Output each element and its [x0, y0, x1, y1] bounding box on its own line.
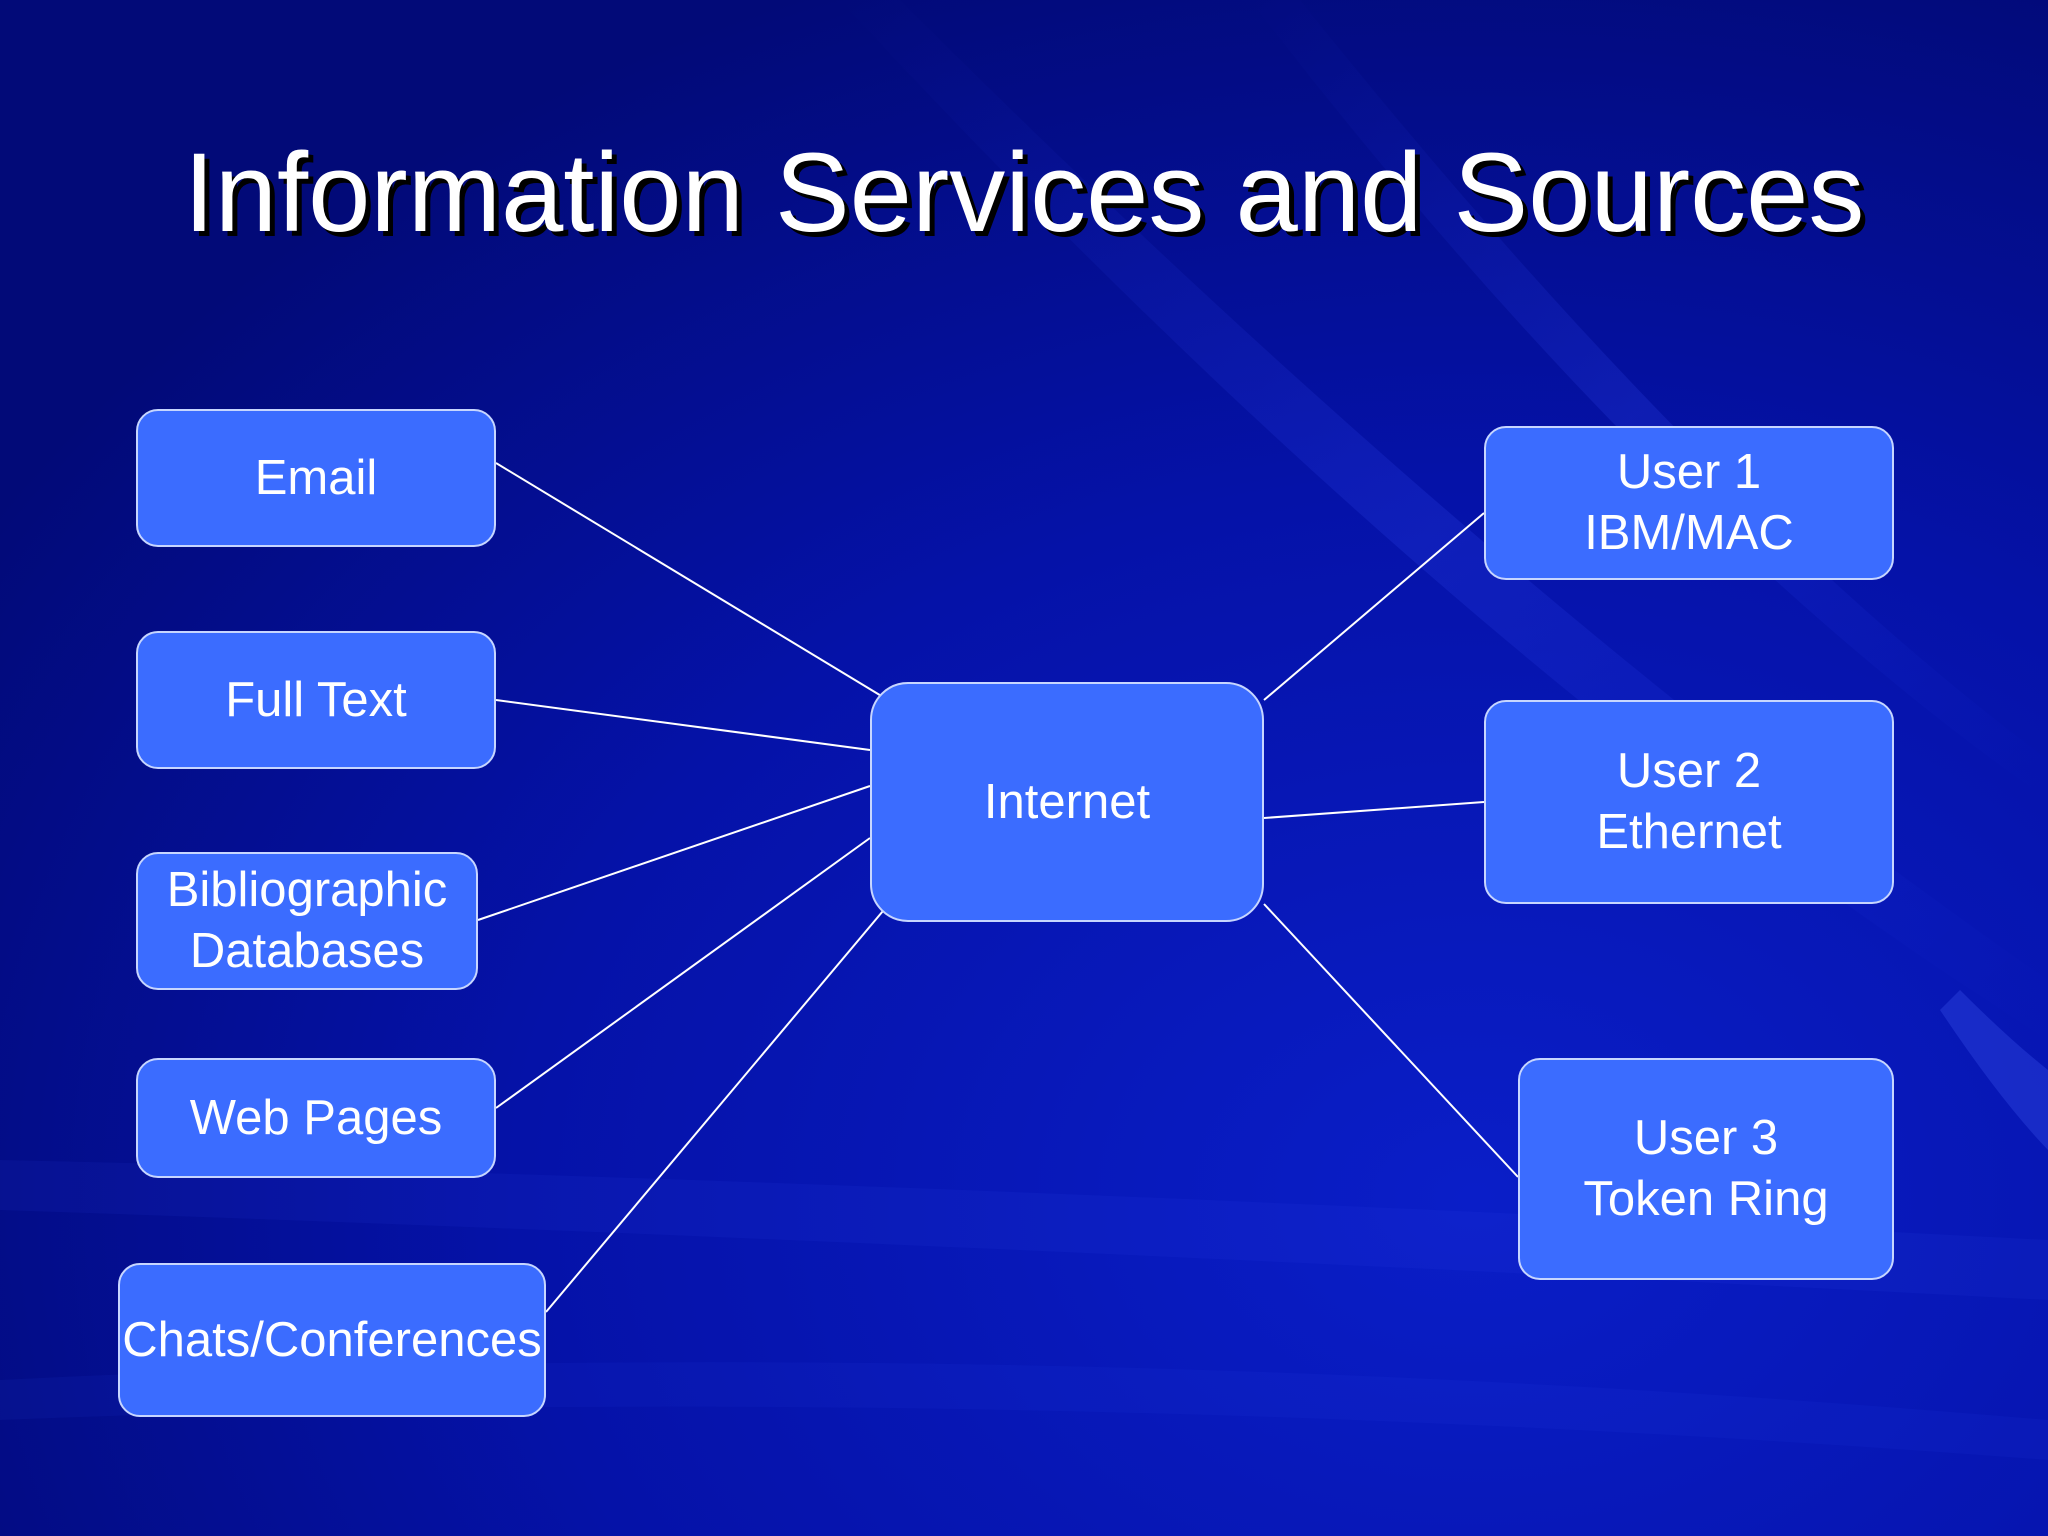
source-label-web-pages: Web Pages — [189, 1090, 443, 1145]
center-node-internet: Internet — [870, 682, 1264, 922]
center-label-internet: Internet — [983, 774, 1151, 829]
source-label-email: Email — [254, 450, 378, 505]
connector-bibliographic — [477, 785, 871, 921]
user-3-label-line-1: User 3 — [1633, 1111, 1779, 1165]
connector-web-pages — [495, 837, 871, 1109]
user-1-label-line-1: User 1 — [1616, 445, 1762, 499]
user-node-3: User 3 Token Ring — [1518, 1058, 1894, 1280]
connector-user-2 — [1263, 801, 1485, 819]
user-2-label-line-1: User 2 — [1616, 744, 1762, 798]
connector-full-text — [495, 699, 871, 751]
source-node-full-text: Full Text — [136, 631, 496, 769]
slide-title: Information Services and Sources — [183, 130, 1865, 255]
user-1-label-line-2: IBM/MAC — [1584, 506, 1794, 560]
connector-chats — [545, 904, 889, 1313]
connector-email — [495, 462, 889, 701]
user-node-1: User 1 IBM/MAC — [1484, 426, 1894, 580]
source-node-web-pages: Web Pages — [136, 1058, 496, 1178]
source-label-bibliographic-line-1: Bibliographic — [166, 863, 448, 917]
user-3-label-line-2: Token Ring — [1583, 1172, 1829, 1226]
user-node-2: User 2 Ethernet — [1484, 700, 1894, 904]
source-node-chats-conferences: Chats/Conferences — [118, 1263, 546, 1417]
connector-user-1 — [1263, 512, 1485, 701]
source-node-email: Email — [136, 409, 496, 547]
source-label-chats-conferences: Chats/Conferences — [122, 1312, 542, 1367]
source-label-full-text: Full Text — [225, 672, 407, 727]
connector-user-3 — [1263, 903, 1519, 1178]
source-label-bibliographic-line-2: Databases — [189, 924, 425, 978]
source-node-bibliographic-databases: Bibliographic Databases — [136, 852, 478, 990]
user-2-label-line-2: Ethernet — [1596, 805, 1782, 859]
